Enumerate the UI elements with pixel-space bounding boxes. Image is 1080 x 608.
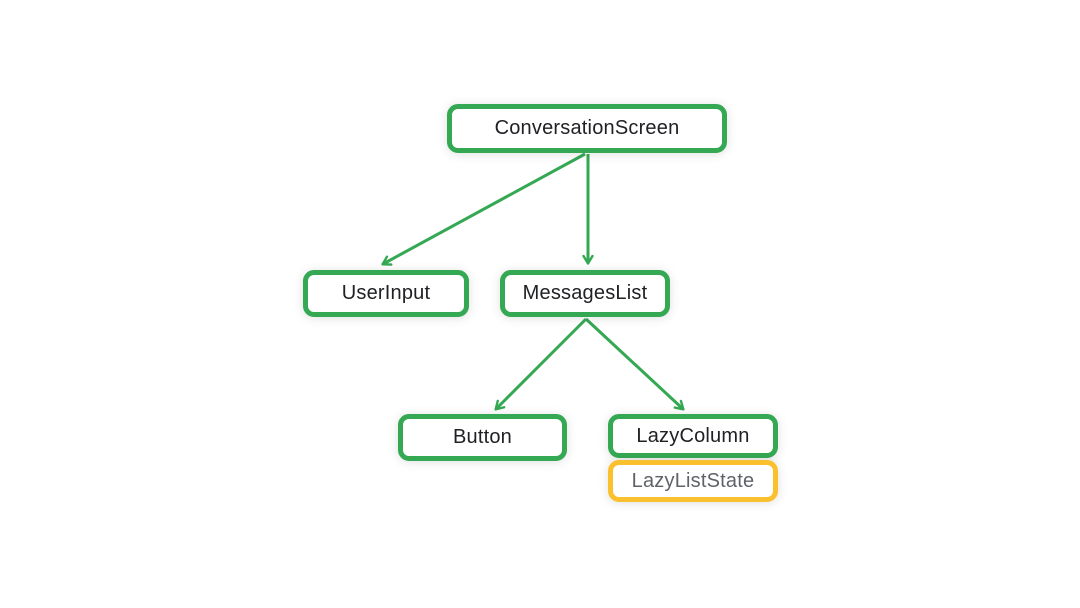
node-lazy-column[interactable]: LazyColumn bbox=[608, 414, 778, 458]
node-lazy-column-label: LazyColumn bbox=[636, 424, 750, 447]
node-user-input[interactable]: UserInput bbox=[303, 270, 469, 317]
node-messages-list[interactable]: MessagesList bbox=[500, 270, 670, 317]
node-conversation-screen-label: ConversationScreen bbox=[494, 117, 680, 139]
node-lazy-list-state[interactable]: LazyListState bbox=[608, 460, 778, 502]
node-button[interactable]: Button bbox=[398, 414, 567, 461]
edge-messageslist-button bbox=[494, 317, 588, 411]
edge-messageslist-lazycolumn bbox=[584, 317, 685, 411]
edge-conversationscreen-userinput bbox=[381, 152, 586, 266]
node-user-input-label: UserInput bbox=[341, 282, 431, 304]
node-messages-list-label: MessagesList bbox=[522, 282, 648, 304]
node-conversation-screen[interactable]: ConversationScreen bbox=[447, 104, 727, 153]
node-lazy-list-state-label: LazyListState bbox=[631, 469, 755, 492]
node-button-label: Button bbox=[452, 426, 513, 448]
